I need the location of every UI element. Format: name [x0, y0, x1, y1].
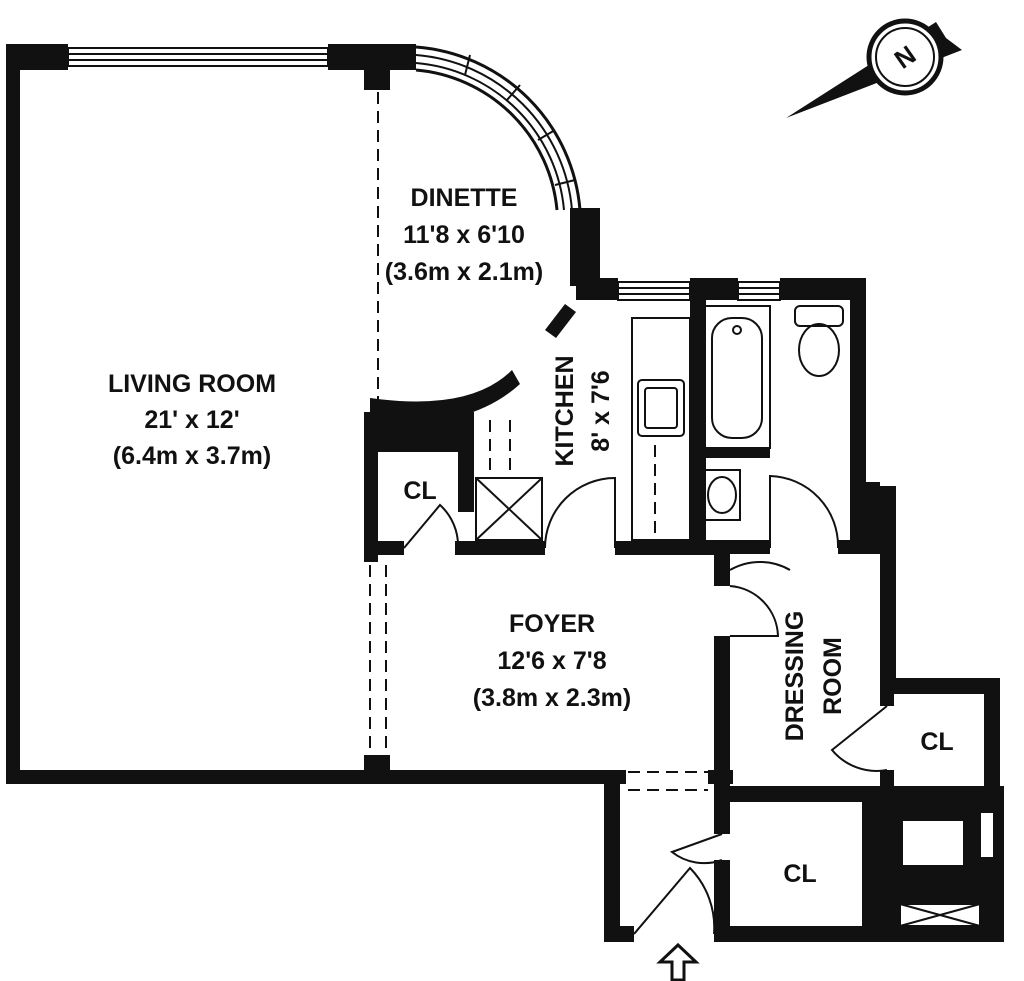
dressing-room-east-wall [862, 486, 896, 690]
foyer-east-wall-lower [714, 636, 730, 770]
bathroom-north-wall-right [780, 278, 866, 300]
dressing-room [714, 482, 1004, 802]
kitchen-sink-basin [644, 387, 678, 429]
foyer-dims: 12'6 x 7'8 [497, 647, 606, 675]
foyer [386, 548, 780, 791]
dinette-bay-window [415, 45, 582, 211]
closet-1-east-wall [458, 412, 474, 512]
bathroom-south-wall-a [690, 540, 770, 554]
living-room-north-wall-left [6, 44, 68, 70]
kitchen-north-wall-left [576, 278, 618, 300]
dinette-name: DINETTE [411, 184, 518, 212]
compass-circle [866, 18, 944, 96]
kitchen-door-swing [544, 476, 616, 549]
dinette-metric: (3.6m x 2.1m) [385, 258, 543, 286]
closet-1-top-wall [364, 412, 474, 452]
living-room [6, 44, 416, 784]
bathroom-window [737, 281, 781, 301]
kitchen-east-wall [690, 278, 706, 548]
bathroom-door-swing [769, 474, 840, 549]
compass-rose: N [786, 18, 962, 118]
living-room-metric: (6.4m x 3.7m) [113, 442, 271, 470]
utility-area [876, 796, 1004, 942]
closet-1 [364, 412, 474, 562]
dressing-room-line1: DRESSING [781, 611, 809, 742]
closet-1-label: CL [403, 477, 436, 505]
toilet [794, 305, 844, 377]
bathroom-partition [700, 448, 770, 458]
entry-west-wall [604, 784, 620, 942]
entry-partition-lower [714, 860, 730, 930]
kitchen-counter [631, 317, 691, 541]
foyer-door-swing [729, 585, 780, 637]
entry-door-swing [633, 866, 716, 935]
foyer-name: FOYER [509, 610, 595, 638]
dressing-room-line2: ROOM [819, 637, 847, 715]
dinette-curved-wall [370, 370, 520, 425]
foyer-east-wall [714, 548, 730, 586]
dinette-bay-wall [570, 208, 600, 286]
column [364, 66, 390, 90]
utility-box [902, 820, 964, 866]
kitchen-south-wall-a [455, 541, 545, 555]
labels: LIVING ROOM 21' x 12' (6.4m x 3.7m) DINE… [108, 184, 954, 888]
entry-south-wall-left [604, 926, 634, 942]
bathtub [703, 305, 771, 449]
bathroom-sink [706, 469, 741, 521]
living-room-window [67, 47, 329, 67]
kitchen-sink [637, 379, 685, 437]
foyer-south-wall-left [386, 770, 626, 784]
closet-2-label: CL [920, 728, 953, 756]
living-room-dims: 21' x 12' [144, 406, 239, 434]
bathroom-north-wall-left [690, 278, 738, 300]
living-room-south-wall [6, 770, 391, 784]
closet-2-west-wall-a [880, 678, 894, 706]
closet-2-north-wall [880, 678, 1000, 694]
closet-3-door-swing [669, 833, 723, 865]
foyer-metric: (3.8m x 2.3m) [473, 684, 631, 712]
closet-2-door-swing [830, 705, 888, 772]
closet-2-east-wall [984, 678, 1000, 808]
utility-window [980, 812, 994, 858]
entry-partition [714, 784, 730, 834]
living-room-west-wall [6, 44, 20, 784]
kitchen [455, 278, 730, 555]
kitchen-name: KITCHEN [551, 355, 579, 466]
kitchen-window [617, 281, 691, 301]
closet-3-label: CL [783, 860, 816, 888]
closet-1-west-wall [364, 412, 378, 562]
foyer-south-wall-right [708, 770, 733, 784]
opening-post-bottom [364, 755, 390, 783]
closet-2-west-wall-b [880, 770, 894, 794]
living-room-name: LIVING ROOM [108, 370, 276, 398]
kitchen-appliance-x2 [475, 477, 543, 541]
bathroom [690, 278, 866, 554]
dinette-dims: 11'8 x 6'10 [403, 221, 525, 249]
dressing-room-door-swing [729, 560, 791, 571]
kitchen-dims: 8' x 7'6 [587, 370, 615, 451]
entry-arrow-icon [656, 942, 700, 981]
closet-2 [830, 678, 1000, 808]
closet-1-door-swing [403, 503, 460, 549]
dinette [370, 45, 600, 425]
dinette-curved-wall-stub [545, 304, 576, 338]
living-room-north-wall-right [328, 44, 416, 70]
closet-1-south-wall [364, 541, 404, 555]
